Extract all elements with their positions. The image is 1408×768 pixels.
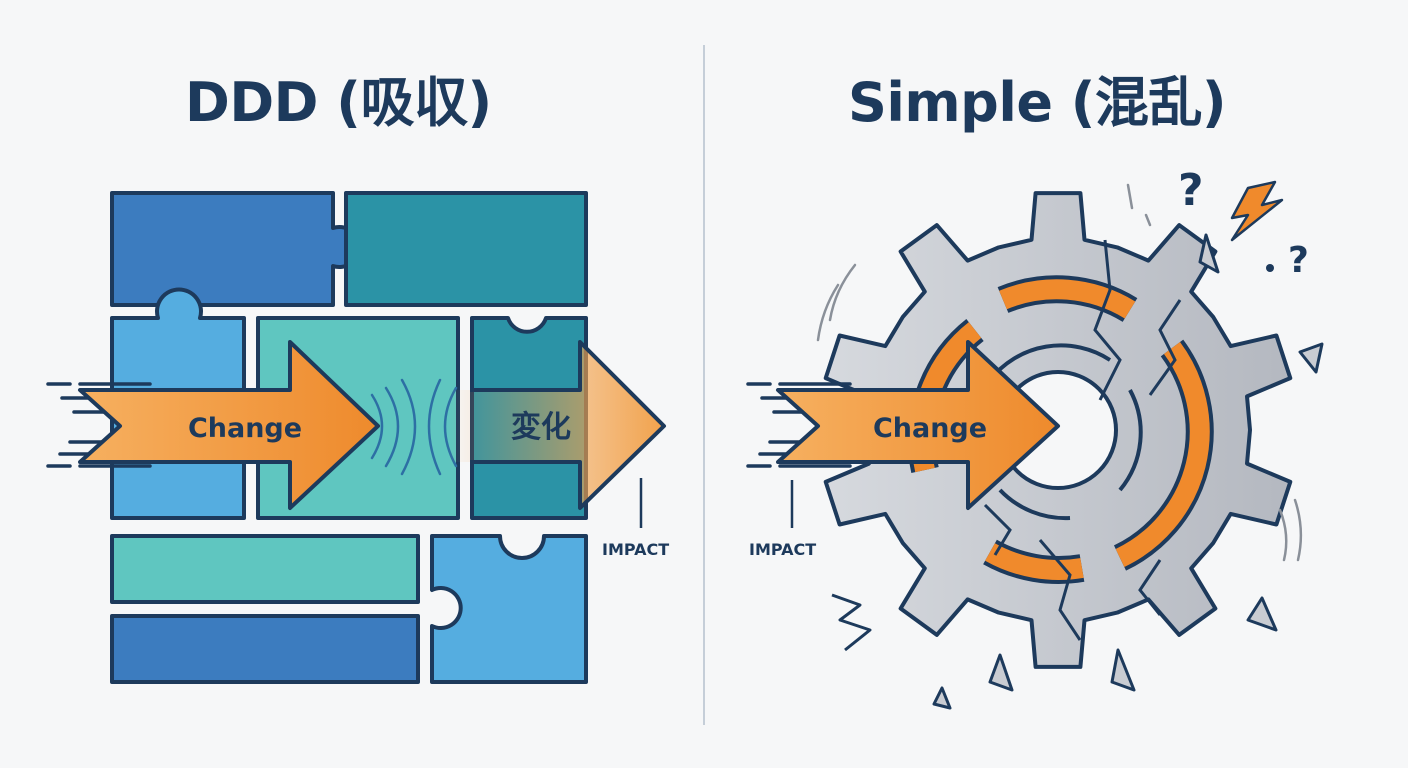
impact-label-left: IMPACT	[602, 540, 669, 559]
svg-text:?: ?	[1288, 240, 1309, 281]
puzzle-piece-top-left	[110, 191, 362, 307]
puzzle-piece-bar-blue	[110, 614, 420, 684]
lightning-icon	[1230, 180, 1284, 242]
change-arrow-jp	[448, 342, 664, 508]
spark-left-icon	[831, 593, 872, 652]
change-arrow-jp-outline	[470, 340, 666, 510]
shake-lines	[816, 183, 1303, 562]
simple-title: Simple (混乱)	[848, 71, 1227, 134]
change-label-left: Change	[188, 413, 302, 444]
svg-text:?: ?	[1178, 165, 1204, 216]
panel-divider	[703, 45, 705, 725]
ddd-title: DDD (吸収)	[185, 71, 492, 134]
change-label-jp: 変化	[511, 410, 571, 445]
flying-shards	[932, 233, 1324, 710]
inner-arcs	[988, 343, 1143, 521]
impact-label-right: IMPACT	[749, 540, 816, 559]
puzzle-piece-bar-teal	[110, 534, 420, 604]
change-label-right: Change	[873, 413, 987, 444]
gear-cracks	[983, 239, 1182, 641]
change-arrow-left	[78, 340, 380, 510]
puzzle-piece-top-right	[344, 191, 588, 307]
broken-gear	[823, 191, 1293, 669]
absorption-waves	[370, 378, 458, 476]
question-marks: ? ?	[1178, 165, 1309, 281]
puzzle-piece-bottom-right	[430, 534, 588, 684]
change-arrow-right	[776, 340, 1060, 510]
